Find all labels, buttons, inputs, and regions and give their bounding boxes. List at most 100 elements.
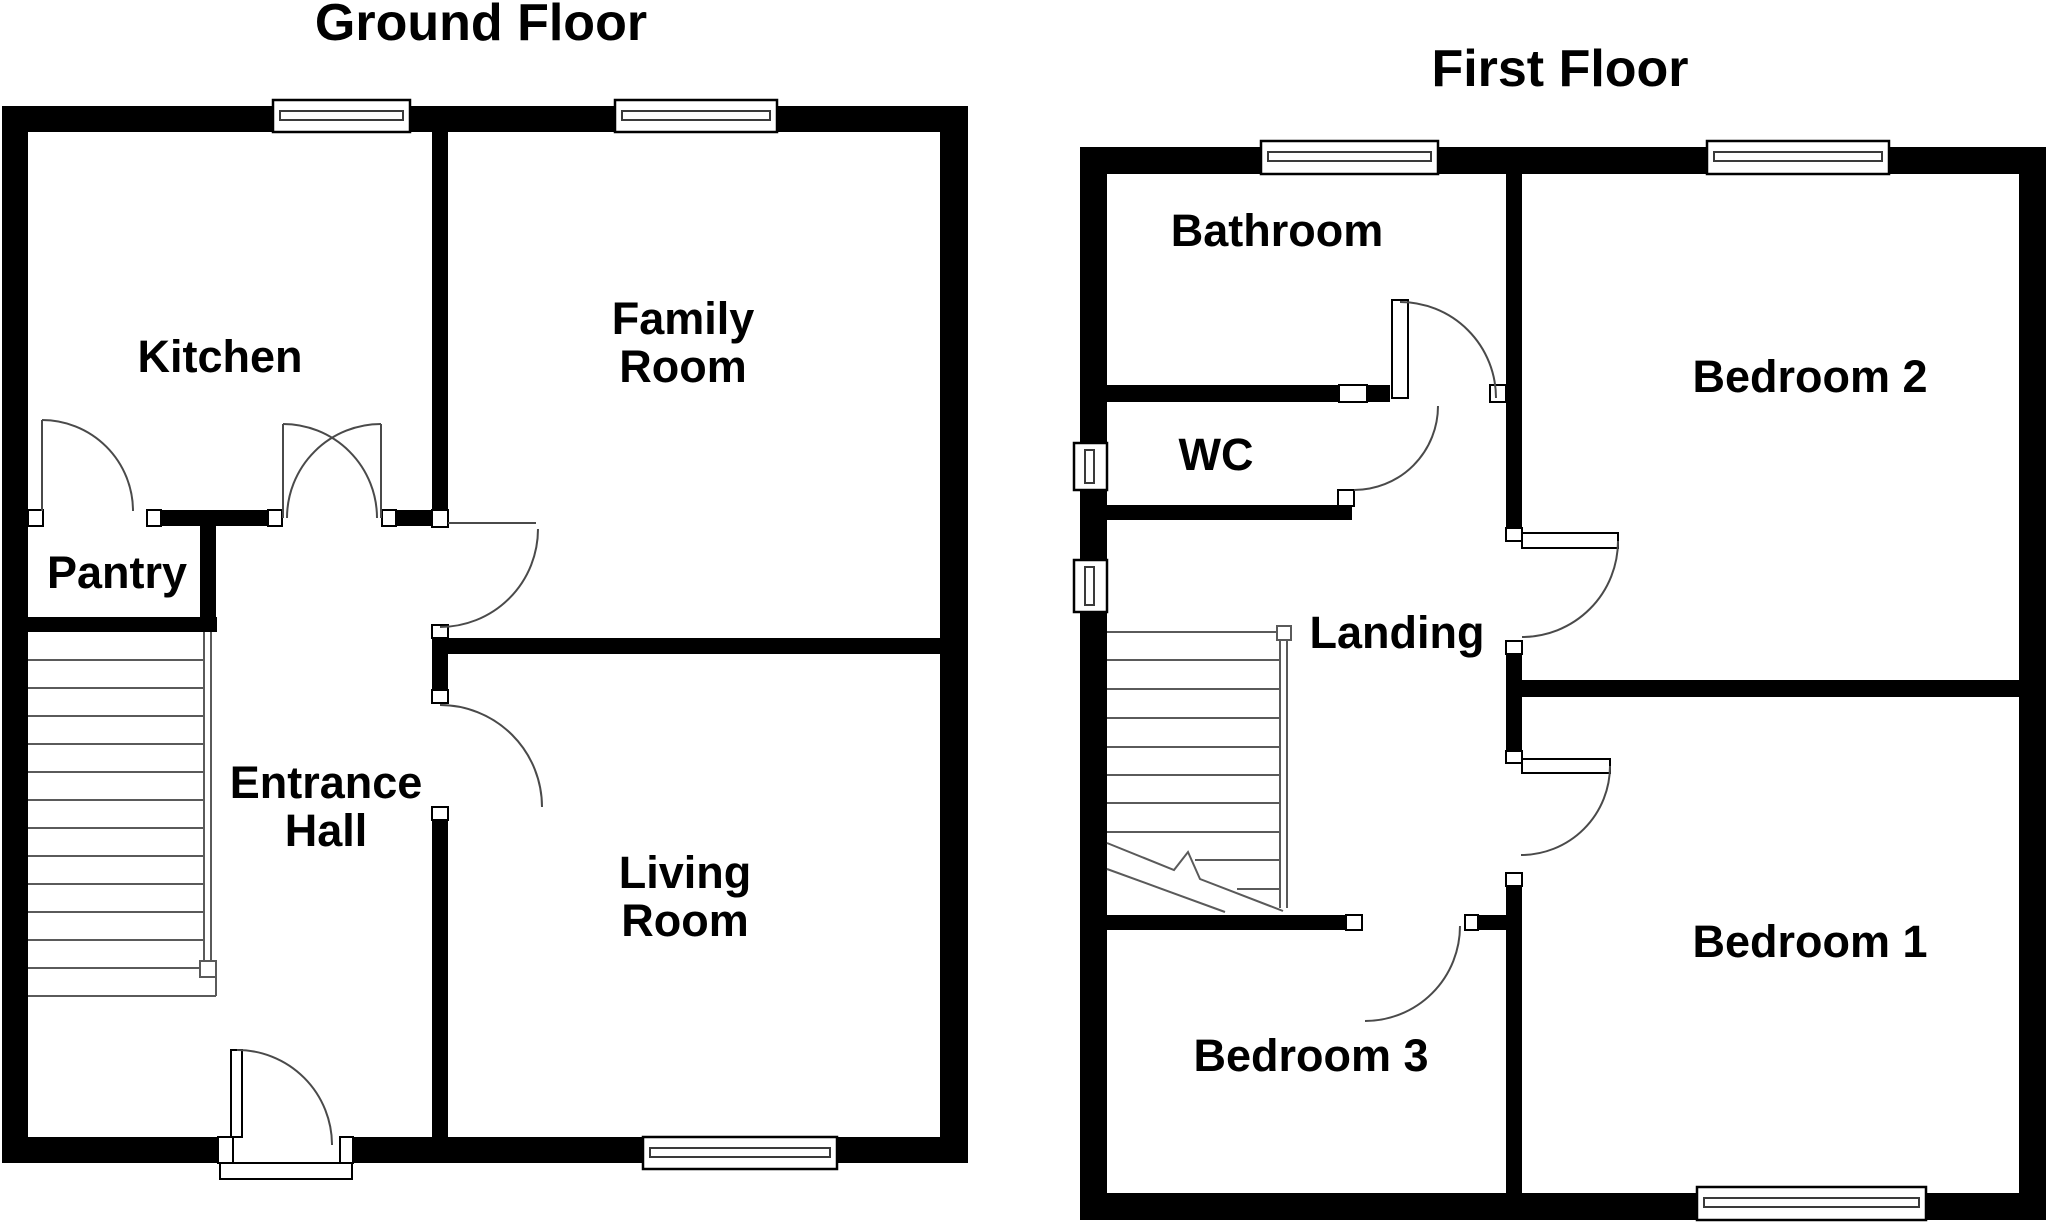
room-label-bathroom: Bathroom bbox=[1171, 205, 1384, 256]
wall-top bbox=[777, 106, 968, 132]
wall-wc-south bbox=[1107, 505, 1352, 520]
floor-title-first: First Floor bbox=[1431, 40, 1688, 98]
wall-bottom bbox=[2, 1137, 218, 1163]
door-jamb bbox=[267, 509, 283, 527]
room-label-living-room-line1: Living bbox=[619, 847, 752, 898]
first-floor-windows bbox=[1072, 139, 1928, 1222]
door-jamb bbox=[339, 1136, 354, 1164]
room-label-landing: Landing bbox=[1310, 607, 1485, 658]
wall-bottom bbox=[837, 1137, 968, 1163]
bedroom1-window bbox=[1695, 1185, 1928, 1222]
wall-top bbox=[1080, 147, 1261, 174]
room-label-wc: WC bbox=[1179, 429, 1254, 480]
door-jamb bbox=[1464, 914, 1479, 931]
door-jamb bbox=[27, 509, 44, 527]
ground-floor-doors bbox=[41, 419, 543, 1180]
room-label-entrance-hall-line2: Hall bbox=[285, 805, 368, 856]
wall-left bbox=[2, 106, 28, 1163]
room-label-bedroom3: Bedroom 3 bbox=[1193, 1030, 1428, 1081]
room-label-entrance-hall-line1: Entrance bbox=[230, 757, 423, 808]
kitchen-window bbox=[271, 98, 412, 134]
ground-floor-windows bbox=[271, 98, 839, 1171]
room-label-kitchen: Kitchen bbox=[137, 331, 302, 382]
door-jamb bbox=[1338, 384, 1368, 403]
ground-floor-plan: Ground Floor Kitchen Family Room Pantry … bbox=[2, 0, 968, 1180]
wall-top bbox=[2, 106, 273, 132]
ground-floor-walls bbox=[2, 106, 968, 1164]
door-jamb bbox=[1505, 872, 1523, 887]
ground-floor-stairs bbox=[28, 632, 217, 997]
wall-bedroom3-north bbox=[1107, 915, 1346, 930]
wall-pantry-bottom bbox=[28, 617, 217, 632]
door-jamb bbox=[381, 509, 397, 527]
pantry-door bbox=[41, 419, 134, 512]
room-label-family-room-line2: Room bbox=[619, 341, 747, 392]
wall-bedroom1-bedroom2 bbox=[1522, 680, 2019, 697]
room-label-pantry: Pantry bbox=[47, 547, 187, 598]
kitchen-double-door bbox=[282, 423, 382, 519]
wall-top bbox=[1438, 147, 1707, 174]
side-window-upper bbox=[1072, 441, 1109, 492]
first-floor-plan: First Floor Bathroom WC Bedroom 2 Landin… bbox=[1072, 40, 2046, 1222]
bedroom2-window bbox=[1705, 139, 1891, 176]
wall-bottom bbox=[1926, 1193, 2046, 1220]
wall-hall-living bbox=[432, 820, 448, 1137]
wc-door bbox=[1353, 405, 1439, 491]
bedroom2-door bbox=[1521, 532, 1619, 638]
room-label-living-room-line2: Room bbox=[621, 895, 749, 946]
door-jamb bbox=[1505, 640, 1523, 655]
wall-landing-bedrooms bbox=[1506, 654, 1522, 751]
living-room-door bbox=[439, 704, 543, 808]
stair-newel bbox=[1276, 625, 1292, 641]
room-label-bedroom2: Bedroom 2 bbox=[1692, 351, 1927, 402]
door-jamb bbox=[431, 509, 449, 528]
family-room-door bbox=[439, 522, 539, 628]
stair-newel bbox=[199, 960, 217, 978]
room-label-family-room-line1: Family bbox=[612, 293, 755, 344]
door-jamb bbox=[431, 689, 449, 704]
stair-break-line bbox=[1106, 842, 1284, 912]
wall-left bbox=[1080, 490, 1107, 560]
door-jamb bbox=[1345, 914, 1363, 931]
wall-pantry-right bbox=[200, 526, 216, 617]
wall-bottom bbox=[1080, 1193, 1697, 1220]
room-label-bedroom1: Bedroom 1 bbox=[1692, 916, 1927, 967]
bedroom3-door bbox=[1364, 925, 1461, 1022]
family-room-window bbox=[613, 98, 779, 134]
stair-break-line bbox=[1106, 868, 1226, 913]
side-window-lower bbox=[1072, 558, 1109, 614]
bathroom-window bbox=[1259, 139, 1440, 176]
wall-bathroom-south bbox=[1367, 385, 1390, 402]
living-room-window bbox=[641, 1135, 839, 1171]
door-jamb bbox=[217, 1136, 234, 1164]
wall-right bbox=[2019, 147, 2046, 1220]
floor-title-ground: Ground Floor bbox=[315, 0, 647, 52]
wall-landing-bedrooms bbox=[1506, 174, 1522, 528]
wall-bedroom3-north bbox=[1478, 915, 1506, 930]
wall-left bbox=[1080, 147, 1107, 443]
wall-left bbox=[1080, 612, 1107, 1220]
wall-kitchen-family bbox=[432, 131, 448, 510]
wall-kitchen-south bbox=[396, 510, 432, 526]
door-jamb bbox=[1489, 384, 1507, 403]
front-door bbox=[219, 1049, 353, 1180]
wall-landing-bedrooms bbox=[1506, 886, 1522, 1193]
first-floor-walls bbox=[1080, 147, 2046, 1220]
wall-bottom bbox=[353, 1137, 643, 1163]
wall-bathroom-south bbox=[1107, 385, 1339, 402]
door-jamb bbox=[431, 806, 449, 821]
door-jamb bbox=[1505, 750, 1523, 764]
bathroom-door bbox=[1391, 299, 1497, 399]
wall-top bbox=[410, 106, 615, 132]
wall-family-living bbox=[432, 638, 940, 654]
first-floor-stairs bbox=[1106, 625, 1292, 913]
wall-kitchen-south bbox=[161, 510, 268, 526]
door-jamb bbox=[146, 509, 162, 527]
wall-hall-living bbox=[432, 654, 448, 690]
door-jamb bbox=[1505, 527, 1523, 542]
door-jamb bbox=[1337, 489, 1355, 507]
first-floor-doors bbox=[1353, 299, 1619, 1022]
door-jamb bbox=[431, 624, 449, 639]
bedroom1-door bbox=[1520, 758, 1611, 856]
